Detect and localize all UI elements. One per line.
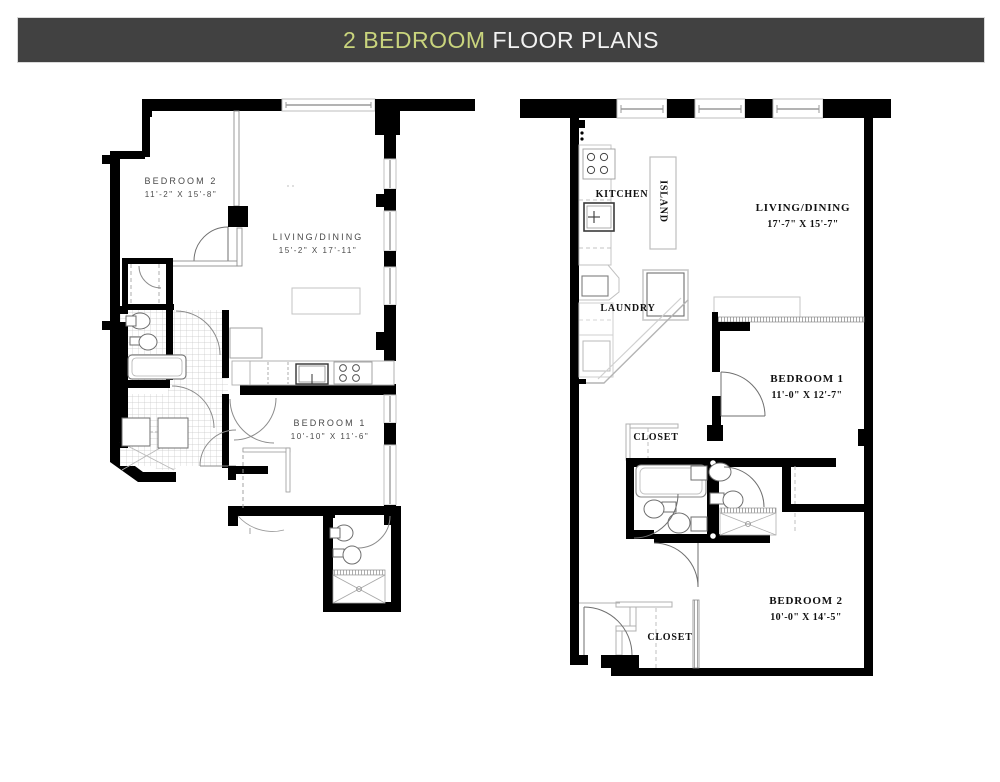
left-label-living-dining: LIVING/DINING 15'-2" X 17'-11": [272, 232, 364, 255]
left-label-bedroom-2: BEDROOM 2 11'-2" X 15'-8": [144, 176, 218, 199]
right-label-living-dining: LIVING/DINING 17'-7" X 15'-7": [755, 202, 851, 230]
right-label-kitchen: KITCHEN: [595, 189, 649, 200]
left-label-bedroom-1: BEDROOM 1 10'-10" X 11'-6": [290, 418, 370, 441]
right-label-closet-2: CLOSET: [647, 632, 693, 643]
page-header-banner: 2 BEDROOM FLOOR PLANS: [18, 18, 984, 62]
right-label-island: ISLAND: [657, 180, 669, 223]
right-label-laundry: LAUNDRY: [600, 303, 656, 314]
right-label-bedroom-2: BEDROOM 2 10'-0" X 14'-5": [769, 595, 843, 623]
right-label-closet-1: CLOSET: [633, 432, 679, 443]
page-title: 2 BEDROOM FLOOR PLANS: [343, 27, 659, 54]
right-label-bedroom-1: BEDROOM 1 11'-0" X 12'-7": [770, 373, 844, 401]
page-title-accent: 2 BEDROOM: [343, 26, 486, 53]
page-title-plain: FLOOR PLANS: [492, 26, 659, 53]
